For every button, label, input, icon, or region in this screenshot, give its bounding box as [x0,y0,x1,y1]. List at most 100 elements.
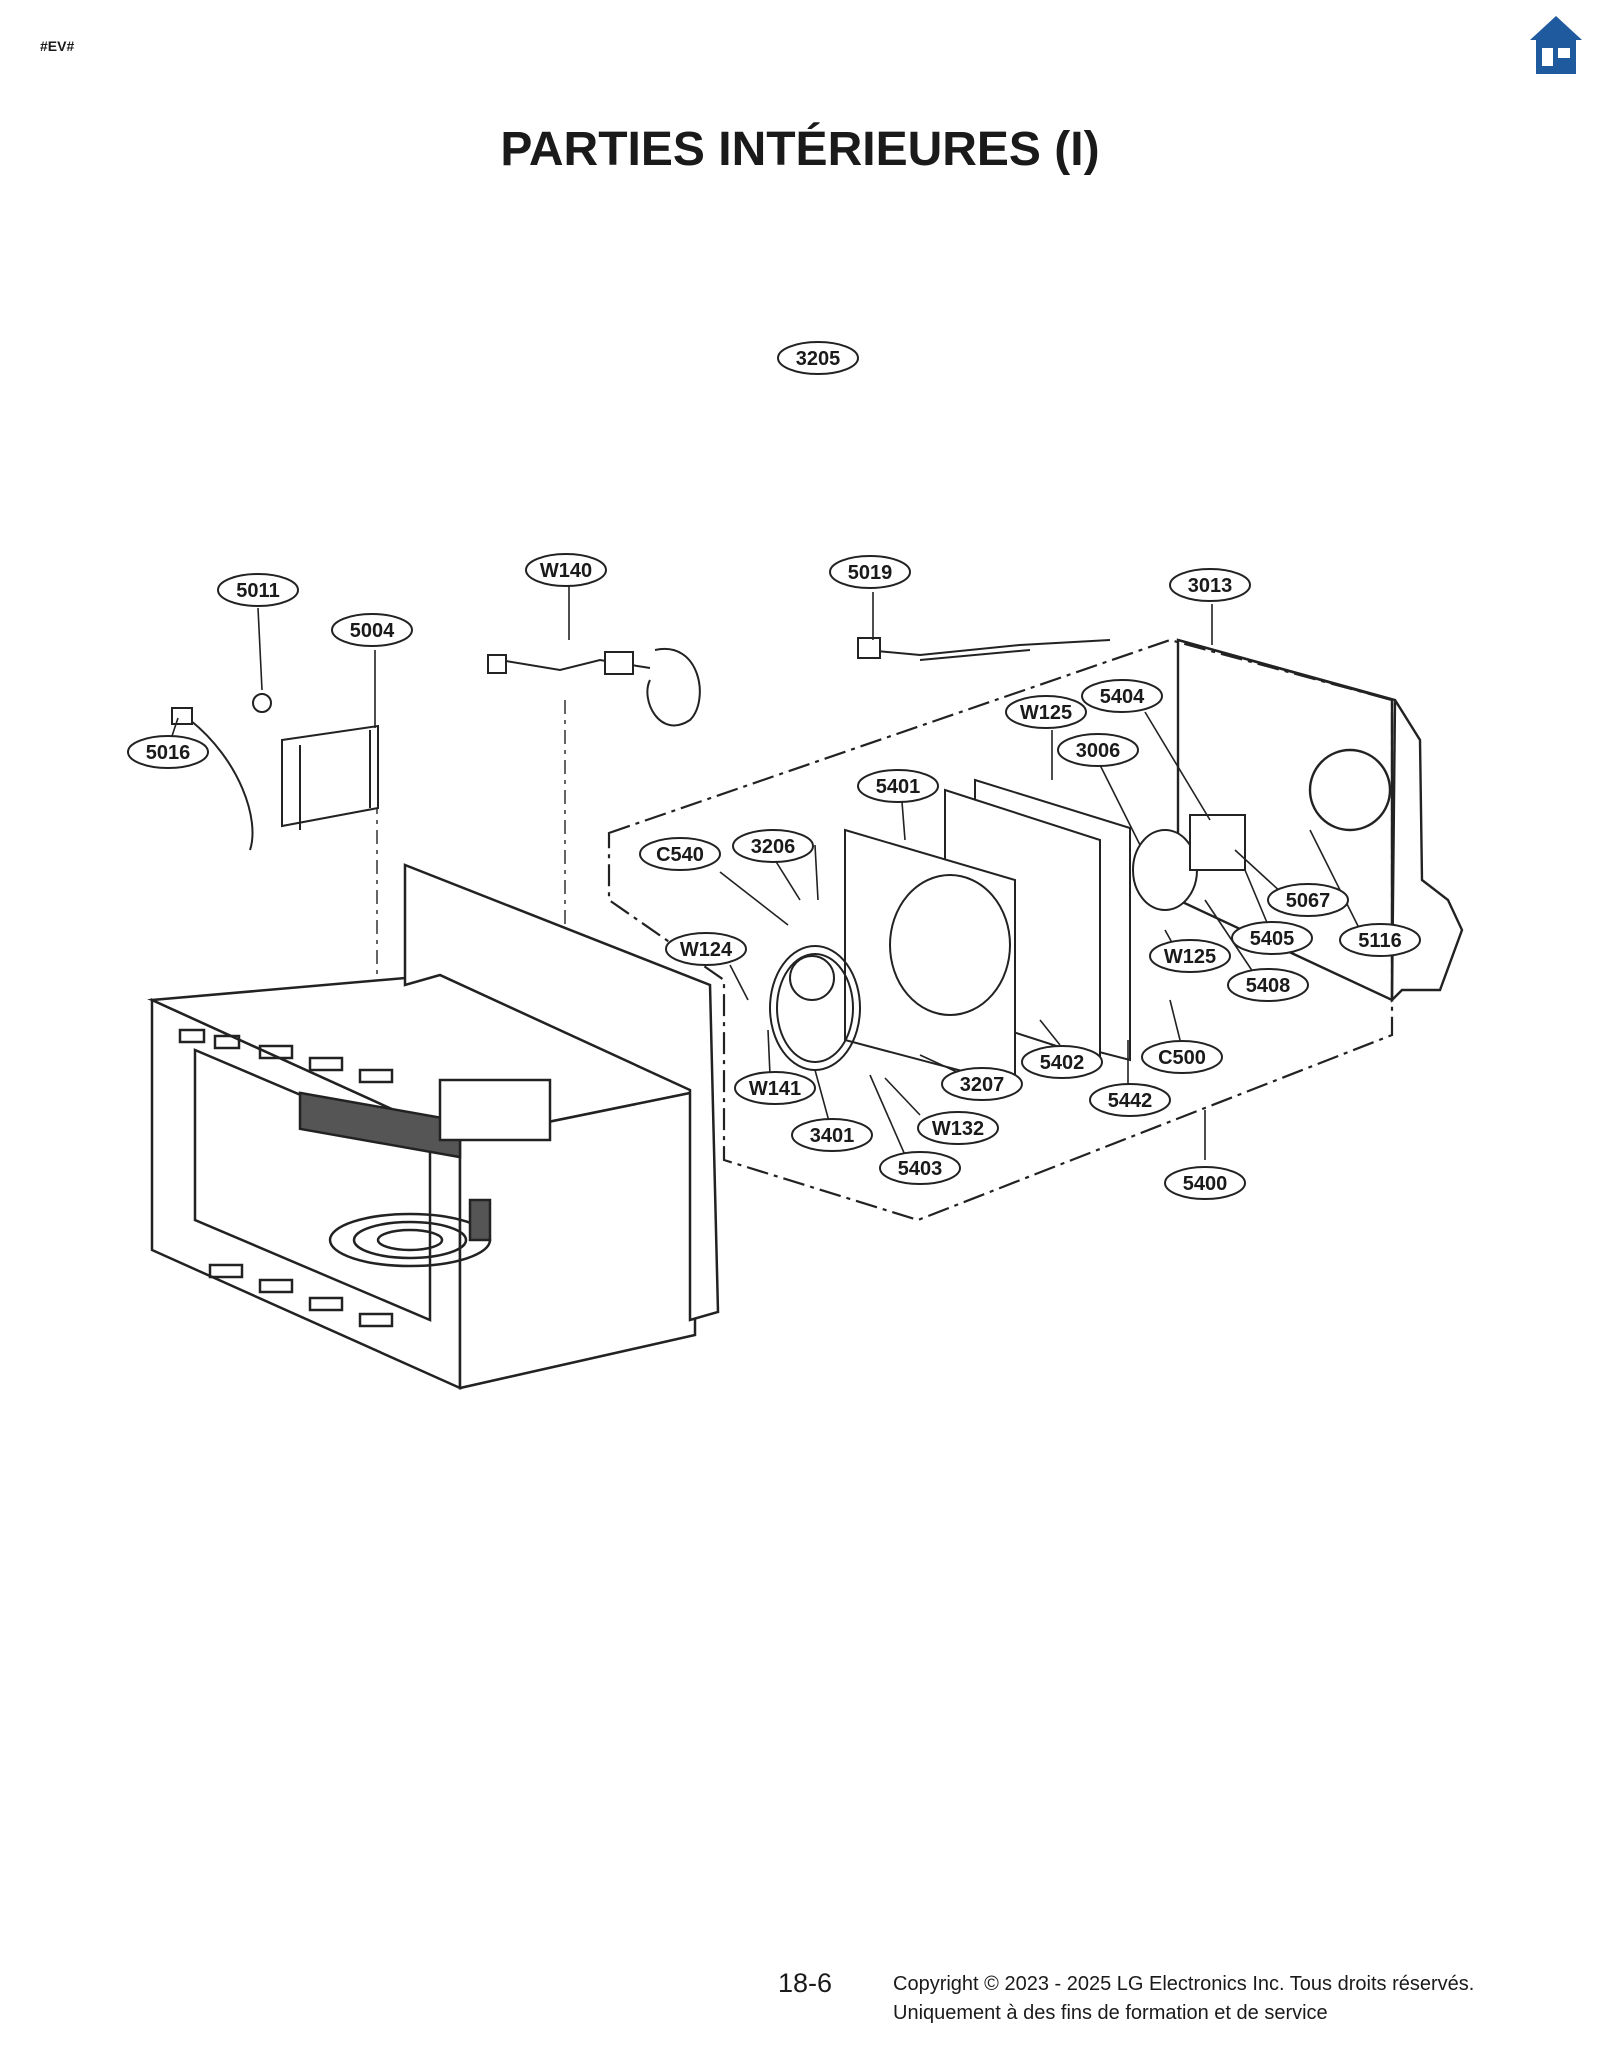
callout-3205: 3205 [777,341,859,375]
callout-oval [1231,921,1313,955]
callout-label: 3013 [1188,575,1233,597]
callout-w124: W124 [665,932,747,966]
callout-oval [777,341,859,375]
callout-label: W132 [932,1118,984,1140]
callout-5402: 5402 [1021,1045,1103,1079]
callout-oval [1164,1166,1246,1200]
callout-label: 3207 [960,1074,1005,1096]
document-tag: #EV# [40,38,75,54]
callout-label: 5404 [1100,686,1145,708]
page-title: PARTIES INTÉRIEURES (I) [500,123,1100,176]
callout-oval [1021,1045,1103,1079]
callout-3206: 3206 [732,829,814,863]
fan-blade [1132,829,1198,911]
callout-3006: 3006 [1057,733,1139,767]
callout-5404: 5404 [1081,679,1163,713]
callout-label: W124 [680,939,733,961]
callout-label: 5408 [1246,975,1291,997]
callout-label: 5067 [1286,890,1331,912]
callout-label: 5401 [876,776,921,798]
callout-5408: 5408 [1227,968,1309,1002]
callout-5019: 5019 [829,555,911,589]
usage-note: Uniquement à des fins de formation et de… [893,2002,1328,2024]
home-icon[interactable] [1528,14,1584,76]
callout-5067: 5067 [1267,883,1349,917]
callout-label: 5400 [1183,1173,1228,1195]
callout-label: C500 [1158,1047,1206,1069]
callout-label: 5016 [146,742,191,764]
callout-5016: 5016 [127,735,209,769]
wire-harness-5019 [865,639,1111,661]
callout-label: 3205 [796,348,841,370]
callout-5011: 5011 [217,573,299,607]
callout-w140: W140 [525,553,607,587]
callout-oval [525,553,607,587]
callout-oval [1169,568,1251,602]
callout-oval [1141,1040,1223,1074]
callout-oval [879,1151,961,1185]
callout-oval [1057,733,1139,767]
callout-oval [917,1111,999,1145]
callout-oval [1149,939,1231,973]
callout-oval [941,1067,1023,1101]
callout-oval [1005,695,1087,729]
callout-oval [1089,1083,1171,1117]
page-number: 18-6 [778,1968,833,1998]
callout-label: 5442 [1108,1090,1153,1112]
callout-oval [217,573,299,607]
callout-5400: 5400 [1164,1166,1246,1200]
callout-label: W141 [749,1078,801,1100]
callout-c500: C500 [1141,1040,1223,1074]
callout-label: C540 [656,844,704,866]
oven-cavity [147,863,720,1390]
callout-label: 3206 [751,836,796,858]
bracket-5004 [281,724,379,828]
callout-oval [331,613,413,647]
back-panel [1176,638,1464,1003]
callout-3207: 3207 [941,1067,1023,1101]
callout-5405: 5405 [1231,921,1313,955]
callout-label: W125 [1020,702,1072,724]
callout-c540: C540 [639,837,721,871]
callout-3401: 3401 [791,1118,873,1152]
callout-label: 5405 [1250,928,1295,950]
callout-oval [791,1118,873,1152]
copyright-block: Copyright © 2023 - 2025 LG Electronics I… [893,1970,1474,2028]
callout-oval [1227,968,1309,1002]
callout-label: W140 [540,560,592,582]
callout-label: W125 [1164,946,1216,968]
callout-oval [829,555,911,589]
callout-w125: W125 [1005,695,1087,729]
callout-label: 5402 [1040,1052,1085,1074]
assembly-frame [607,638,1394,1222]
callout-oval [639,837,721,871]
callout-label: 3401 [810,1125,855,1147]
callout-oval [1339,923,1421,957]
callout-5442: 5442 [1089,1083,1171,1117]
callout-label: 5004 [350,620,395,642]
fan-opening [889,874,1011,1016]
callout-label: 5011 [236,580,279,602]
callout-label: 5019 [848,562,893,584]
callout-w125: W125 [1149,939,1231,973]
callout-5401: 5401 [857,769,939,803]
callout-5116: 5116 [1339,923,1421,957]
callout-oval [127,735,209,769]
fan-motor [1189,814,1246,871]
callout-oval [732,829,814,863]
callout-w132: W132 [917,1111,999,1145]
callout-oval [665,932,747,966]
callout-oval [734,1071,816,1105]
callout-3013: 3013 [1169,568,1251,602]
callout-5403: 5403 [879,1151,961,1185]
callout-w141: W141 [734,1071,816,1105]
callout-5004: 5004 [331,613,413,647]
copyright-line: Copyright © 2023 - 2025 LG Electronics I… [893,1973,1475,1995]
callout-oval [1267,883,1349,917]
callout-label: 5116 [1358,930,1401,952]
thermostat-5011 [252,693,272,713]
callout-oval [1081,679,1163,713]
cord-5016 [189,719,254,851]
callout-oval [857,769,939,803]
